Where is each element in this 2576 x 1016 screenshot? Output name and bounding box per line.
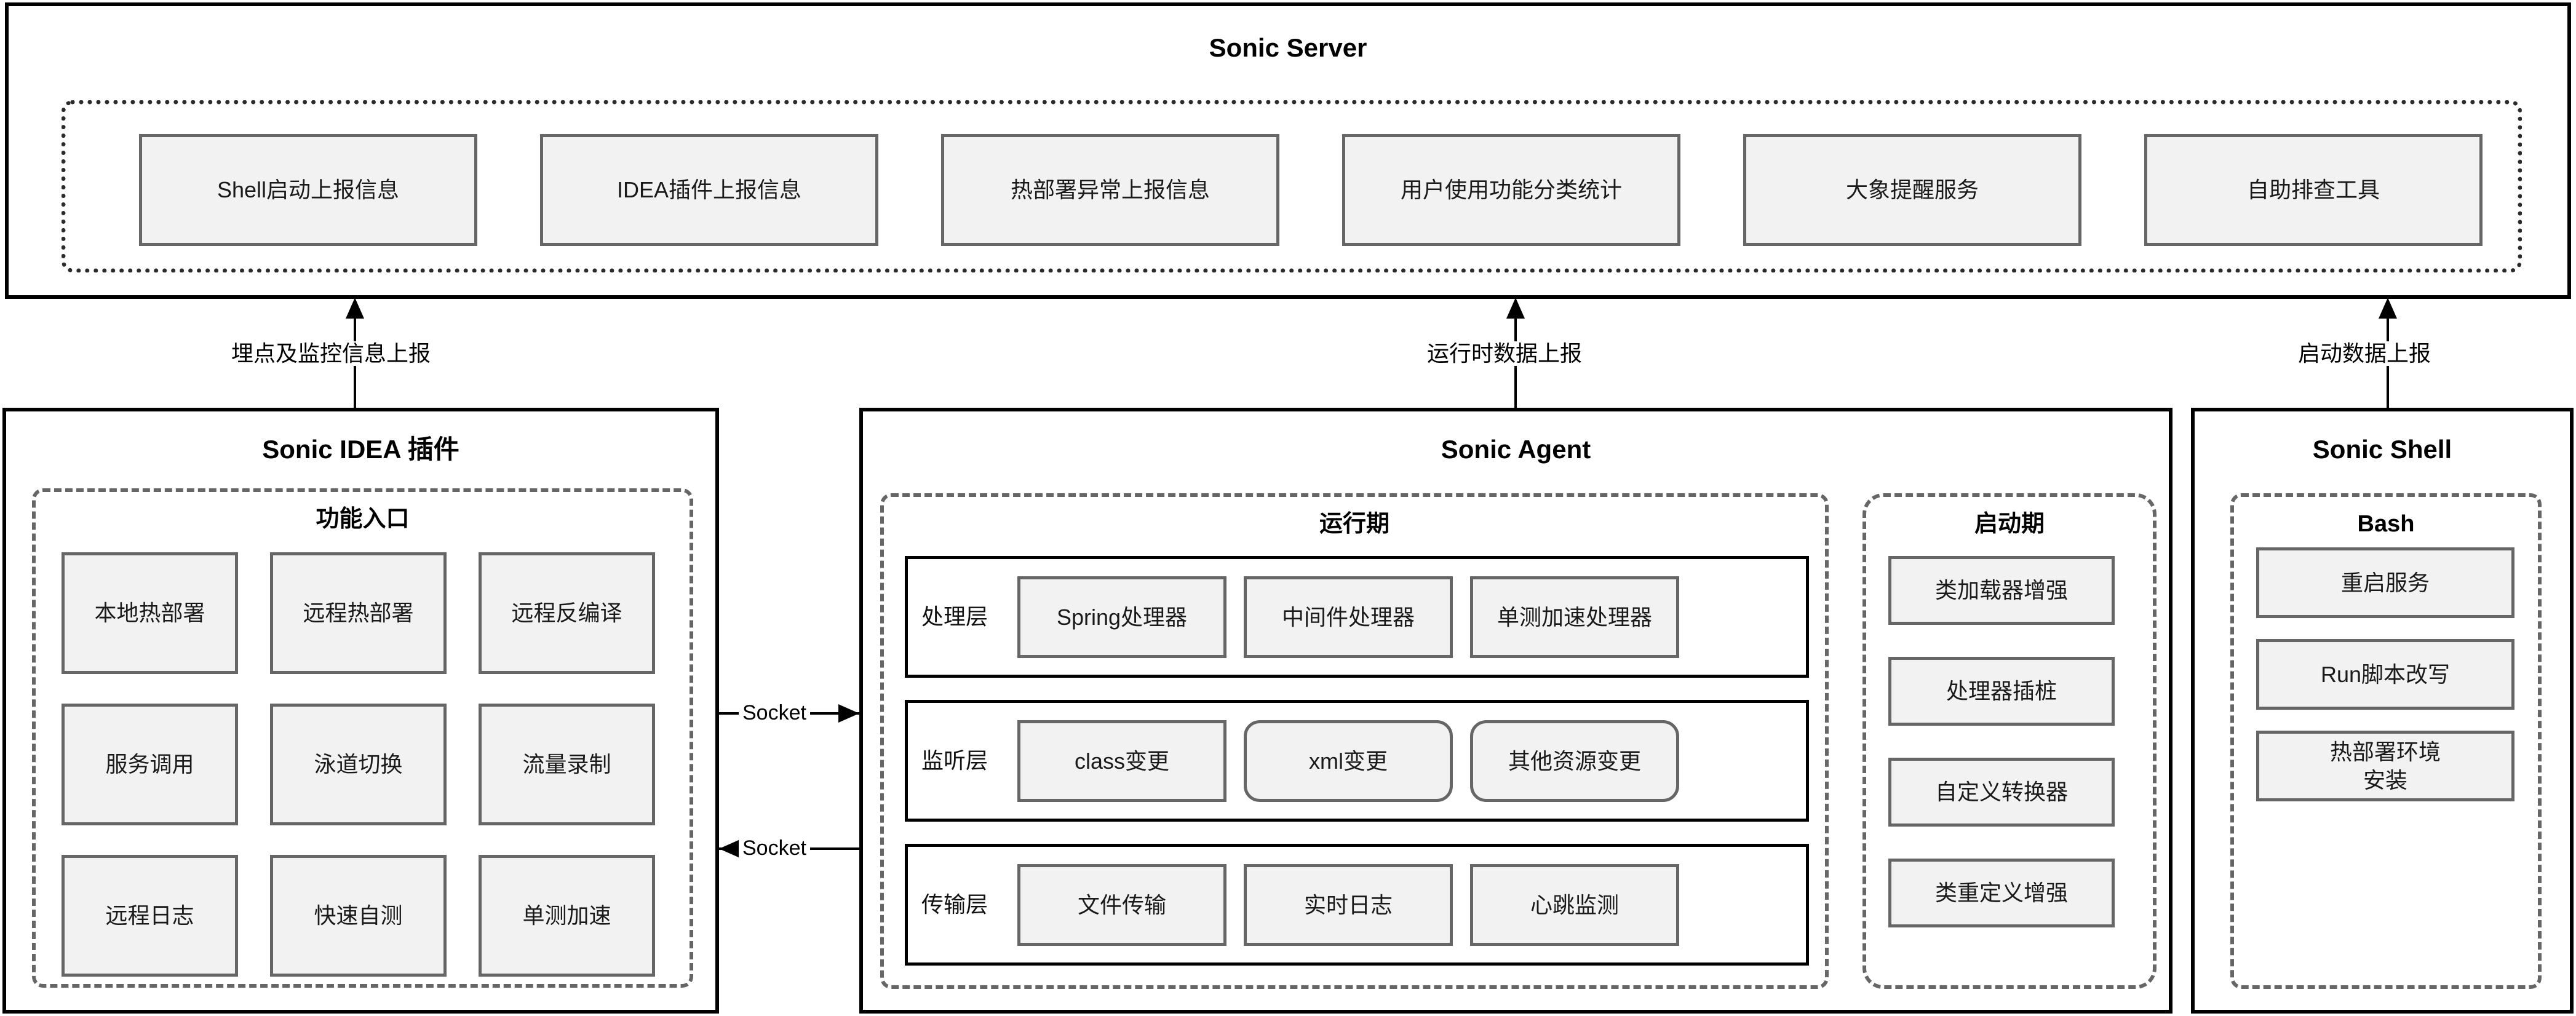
- agent-transport-file-transfer[interactable]: 文件传输: [1017, 864, 1226, 946]
- agent-startup-class-redefine-enhance[interactable]: 类重定义增强: [1888, 859, 2115, 927]
- idea-feature-lane-switch[interactable]: 泳道切换: [270, 704, 447, 825]
- idea-feature-traffic-record[interactable]: 流量录制: [479, 704, 655, 825]
- sonic-shell-panel: Sonic Shell Bash 重启服务 Run脚本改写 热部署环境 安装: [2191, 408, 2574, 1014]
- connector-shell-to-server-label: 启动数据上报: [2294, 341, 2435, 366]
- server-module-shell-report[interactable]: Shell启动上报信息: [139, 134, 477, 246]
- shell-item-hotdeploy-env-install[interactable]: 热部署环境 安装: [2256, 731, 2514, 801]
- agent-processing-middleware-handler[interactable]: 中间件处理器: [1244, 576, 1453, 658]
- agent-startup-group: 启动期 类加载器增强 处理器插桩 自定义转换器 类重定义增强: [1862, 493, 2157, 989]
- agent-listener-other-resource-change[interactable]: 其他资源变更: [1470, 720, 1679, 802]
- socket-in-label: Socket: [739, 836, 810, 860]
- agent-startup-custom-transformer[interactable]: 自定义转换器: [1888, 758, 2115, 827]
- sonic-server-modules-group: Shell启动上报信息 IDEA插件上报信息 热部署异常上报信息 用户使用功能分…: [62, 100, 2522, 272]
- socket-out-arrow: [838, 704, 859, 723]
- sonic-idea-plugin-title: Sonic IDEA 插件: [262, 435, 459, 464]
- connector-shell-to-server-arrow: [2379, 298, 2397, 319]
- idea-feature-quick-selftest[interactable]: 快速自测: [270, 855, 447, 977]
- connector-idea-to-server-label: 埋点及监控信息上报: [228, 341, 435, 366]
- shell-bash-group: Bash 重启服务 Run脚本改写 热部署环境 安装: [2230, 493, 2542, 989]
- sonic-server-panel: Sonic Server Shell启动上报信息 IDEA插件上报信息 热部署异…: [5, 2, 2571, 299]
- agent-startup-classloader-enhance[interactable]: 类加载器增强: [1888, 556, 2115, 625]
- connector-agent-to-server-label: 运行时数据上报: [1423, 341, 1586, 366]
- idea-feature-service-invoke[interactable]: 服务调用: [62, 704, 238, 825]
- server-module-self-service-troubleshoot[interactable]: 自助排查工具: [2144, 134, 2483, 246]
- idea-feature-remote-decompile[interactable]: 远程反编译: [479, 552, 655, 674]
- sonic-agent-panel: Sonic Agent 运行期 处理层 Spring处理器 中间件处理器 单测加…: [859, 408, 2173, 1014]
- shell-bash-title: Bash: [2357, 511, 2415, 537]
- shell-item-restart-service[interactable]: 重启服务: [2256, 547, 2514, 618]
- agent-layer-label-listener: 监听层: [921, 748, 988, 773]
- idea-feature-remote-hotdeploy[interactable]: 远程热部署: [270, 552, 447, 674]
- server-module-idea-report[interactable]: IDEA插件上报信息: [540, 134, 878, 246]
- agent-runtime-title: 运行期: [1319, 511, 1389, 537]
- server-module-feature-usage-stats[interactable]: 用户使用功能分类统计: [1342, 134, 1680, 246]
- server-module-hotdeploy-exception-report[interactable]: 热部署异常上报信息: [941, 134, 1279, 246]
- idea-feature-entry-title: 功能入口: [316, 506, 410, 532]
- idea-feature-unittest-accel[interactable]: 单测加速: [479, 855, 655, 977]
- agent-listener-xml-change[interactable]: xml变更: [1244, 720, 1453, 802]
- agent-runtime-processing-layer: 处理层 Spring处理器 中间件处理器 单测加速处理器: [905, 556, 1809, 678]
- sonic-server-title: Sonic Server: [1209, 33, 1367, 62]
- sonic-idea-plugin-panel: Sonic IDEA 插件 功能入口 本地热部署 远程热部署 远程反编译 服务调…: [2, 408, 719, 1014]
- agent-runtime-group: 运行期 处理层 Spring处理器 中间件处理器 单测加速处理器 监听层 cla…: [880, 493, 1829, 989]
- socket-in-arrow: [719, 839, 740, 858]
- sonic-agent-title: Sonic Agent: [1441, 435, 1591, 464]
- connector-agent-to-server-arrow: [1506, 298, 1525, 319]
- agent-layer-label-transport: 传输层: [921, 892, 988, 917]
- agent-layer-label-processing: 处理层: [921, 604, 988, 629]
- agent-runtime-transport-layer: 传输层 文件传输 实时日志 心跳监测: [905, 844, 1809, 966]
- server-module-elephant-reminder-service[interactable]: 大象提醒服务: [1743, 134, 2081, 246]
- agent-startup-title: 启动期: [1974, 511, 2045, 537]
- agent-transport-heartbeat-monitor[interactable]: 心跳监测: [1470, 864, 1679, 946]
- sonic-shell-title: Sonic Shell: [2312, 435, 2452, 464]
- shell-item-run-script-rewrite[interactable]: Run脚本改写: [2256, 639, 2514, 710]
- agent-runtime-listener-layer: 监听层 class变更 xml变更 其他资源变更: [905, 700, 1809, 822]
- idea-feature-remote-log[interactable]: 远程日志: [62, 855, 238, 977]
- idea-feature-entry-group: 功能入口 本地热部署 远程热部署 远程反编译 服务调用 泳道切换 流量录制 远程…: [32, 488, 693, 988]
- connector-idea-to-server-arrow: [346, 298, 364, 319]
- agent-startup-handler-instrument[interactable]: 处理器插桩: [1888, 657, 2115, 726]
- idea-feature-local-hotdeploy[interactable]: 本地热部署: [62, 552, 238, 674]
- agent-transport-realtime-log[interactable]: 实时日志: [1244, 864, 1453, 946]
- socket-out-label: Socket: [739, 700, 810, 725]
- agent-processing-spring-handler[interactable]: Spring处理器: [1017, 576, 1226, 658]
- agent-listener-class-change[interactable]: class变更: [1017, 720, 1226, 802]
- agent-processing-unittest-accel-handler[interactable]: 单测加速处理器: [1470, 576, 1679, 658]
